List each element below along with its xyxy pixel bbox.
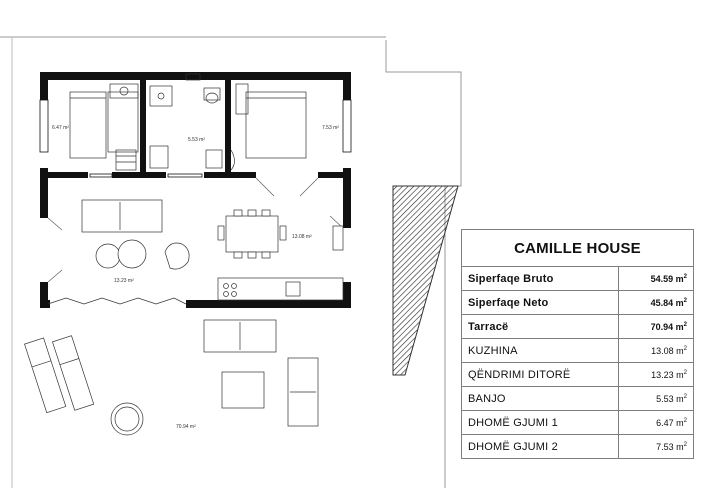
terrace-furniture	[24, 319, 319, 436]
living-area: 13.23 m²	[114, 278, 134, 284]
room-name: BANJO	[461, 386, 619, 411]
room-name: QËNDRIMI DITORË	[461, 362, 619, 387]
bedroom-2-area: 7.53 m²	[322, 125, 339, 131]
bathroom-area: 5.53 m²	[188, 137, 205, 143]
kitchen-furniture	[217, 209, 344, 301]
bedroom-2	[230, 83, 307, 171]
room-area: 6.47 m2	[618, 410, 694, 435]
room-area: 54.59 m2	[618, 266, 694, 291]
terrace-outline	[385, 40, 462, 488]
terrace-area: 70.94 m²	[176, 424, 196, 430]
room-area: 13.23 m2	[618, 362, 694, 387]
room-name: Tarracë	[461, 314, 619, 339]
sliding-door	[47, 297, 187, 305]
room-area: 45.84 m2	[618, 290, 694, 315]
bedroom-1	[69, 91, 139, 171]
bathroom	[109, 73, 223, 169]
room-area: 7.53 m2	[618, 434, 694, 459]
room-area: 5.53 m2	[618, 386, 694, 411]
interior-walls	[48, 80, 343, 178]
kitchen-area: 13.08 m²	[292, 234, 312, 240]
room-name: DHOMË GJUMI 2	[461, 434, 619, 459]
table-title: CAMILLE HOUSE	[461, 229, 694, 267]
bedroom-1-area: 6.47 m²	[52, 125, 69, 131]
windows	[39, 99, 352, 178]
room-name: KUZHINA	[461, 338, 619, 363]
room-name: DHOMË GJUMI 1	[461, 410, 619, 435]
room-name: Siperfaqe Bruto	[461, 266, 619, 291]
room-name: Siperfaqe Neto	[461, 290, 619, 315]
living-furniture	[81, 199, 190, 270]
room-area: 70.94 m2	[618, 314, 694, 339]
room-area: 13.08 m2	[618, 338, 694, 363]
hatched-area	[392, 185, 459, 376]
